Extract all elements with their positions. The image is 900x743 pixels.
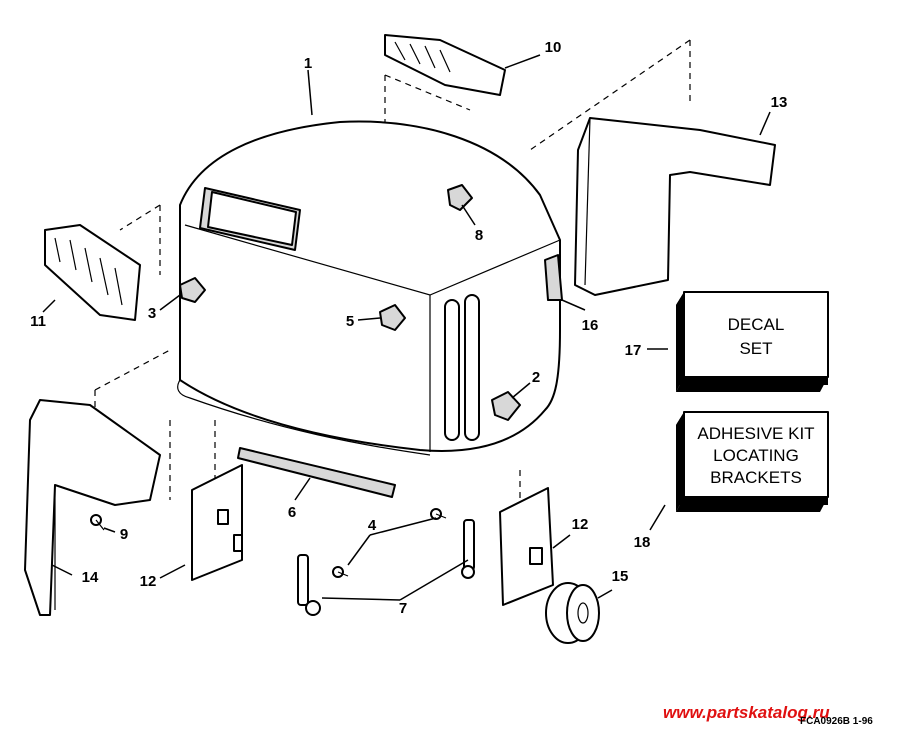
callout-4: 4 [368,517,377,534]
rear-cover [574,117,776,296]
bracket-left [191,464,243,581]
engine-cover [177,120,563,456]
adhesive-box-line3: BRACKETS [710,468,802,487]
pad-2-shape [491,391,521,421]
decal-box-line1: DECAL [728,315,785,334]
top-vent [384,34,506,96]
front-lower-cover [24,399,161,616]
seal-strip [237,447,396,498]
callout-18: 18 [634,534,651,551]
adhesive-box-line1: ADHESIVE KIT [697,424,814,443]
callout-1: 1 [304,55,312,72]
callout-8: 8 [475,227,483,244]
callout-12-left: 12 [140,573,157,590]
callout-13: 13 [771,94,788,111]
callout-12-right: 12 [572,516,589,533]
adhesive-box-line2: LOCATING [713,446,799,465]
decal-box-line2: SET [739,339,772,358]
pad-3-shape [179,277,206,303]
latch-right [461,519,475,579]
callout-2: 2 [532,369,540,386]
pad-8-shape [447,184,473,211]
pad-5-shape [379,304,406,331]
callout-labels: 1 2 3 4 5 6 7 8 9 10 11 12 12 13 14 15 1… [30,39,787,617]
callout-7: 7 [399,600,407,617]
bracket-right [499,487,554,606]
callout-5: 5 [346,313,354,330]
callout-3: 3 [148,305,156,322]
decal-set-box: DECAL SET [676,291,829,392]
screw-4b [332,566,349,578]
latch-left [297,554,321,616]
side-vent [44,224,141,321]
callout-15: 15 [612,568,629,585]
drawing-code: FCA0926B 1-96 [800,716,873,727]
callout-11: 11 [30,313,46,330]
callout-6: 6 [288,504,296,521]
callout-14: 14 [82,569,99,586]
leader-lines [42,54,771,601]
callout-16: 16 [582,317,599,334]
screw-4a [430,508,447,520]
adhesive-kit-box: ADHESIVE KIT LOCATING BRACKETS [676,411,829,512]
tape-roll [545,582,600,644]
callout-9: 9 [120,526,128,543]
callout-10: 10 [545,39,562,56]
watermark-text: www.partskatalog.ru [663,703,830,722]
screw-9 [90,514,105,531]
pad-16-shape [544,254,563,301]
callout-17: 17 [625,342,642,359]
